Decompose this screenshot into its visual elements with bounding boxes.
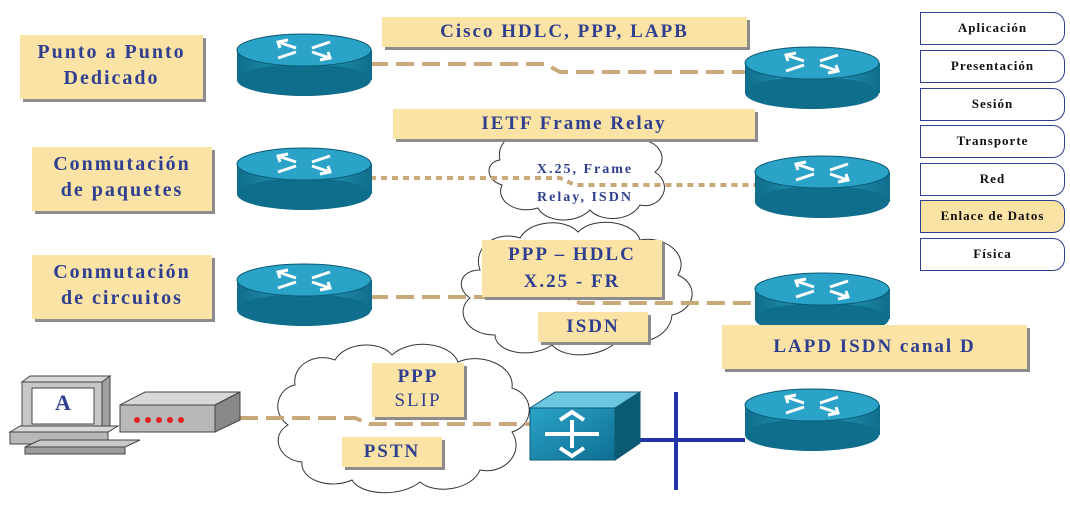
router-p2p-left [236,33,372,96]
category-circuit-switching: Conmutación de circuitos [32,255,212,319]
osi-layer-data-link: Enlace de Datos [920,200,1065,233]
protocol-isdn: ISDN [538,312,648,342]
category-p2p: Punto a Punto Dedicado [20,35,203,99]
protocol-dialup-line1: PPP [397,366,439,387]
protocol-circuit: PPP – HDLC X.25 - FR [482,240,662,297]
router-circuit-left [236,263,372,326]
osi-layer-session: Sesión [920,88,1065,121]
category-p2p-line2: Dedicado [63,67,160,89]
link-p2p [370,62,755,74]
protocol-p2p: Cisco HDLC, PPP, LAPB [382,17,747,47]
cloud-packet-line2: Relay, ISDN [537,190,633,205]
terminal-label: A [55,390,71,415]
protocol-lapd: LAPD ISDN canal D [722,325,1027,369]
category-circuit-line1: Conmutación [53,261,191,283]
router-lan [744,388,880,451]
link-packet [370,176,755,187]
modem-icon [119,391,241,433]
category-packet-switching: Conmutación de paquetes [32,147,212,211]
protocol-frame-relay: IETF Frame Relay [393,109,755,139]
osi-layer-network: Red [920,163,1065,196]
osi-layer-application: Aplicación [920,12,1065,45]
switch-icon [528,391,642,461]
cloud-packet-text: X.25, Frame Relay, ISDN [505,156,665,212]
category-packet-line1: Conmutación [53,153,191,175]
link-circuit [370,295,755,305]
osi-layer-physical: Física [920,238,1065,271]
osi-layer-transport: Transporte [920,125,1065,158]
router-packet-right [754,155,890,218]
router-p2p-right [744,46,880,109]
protocol-circuit-line1: PPP – HDLC [508,244,636,265]
category-p2p-line1: Punto a Punto [37,41,186,63]
protocol-dialup-line2: SLIP [394,390,442,411]
cloud-pstn [277,343,530,494]
link-dialup [240,416,540,426]
protocol-circuit-line2: X.25 - FR [523,271,621,292]
osi-layer-presentation: Presentación [920,50,1065,83]
protocol-pstn: PSTN [342,437,442,467]
router-packet-left [236,147,372,210]
cloud-packet-line1: X.25, Frame [536,162,634,177]
protocol-dialup: PPP SLIP [372,363,464,417]
category-circuit-line2: de circuitos [61,287,183,309]
category-packet-line2: de paquetes [60,179,184,201]
computer-icon [8,375,141,455]
